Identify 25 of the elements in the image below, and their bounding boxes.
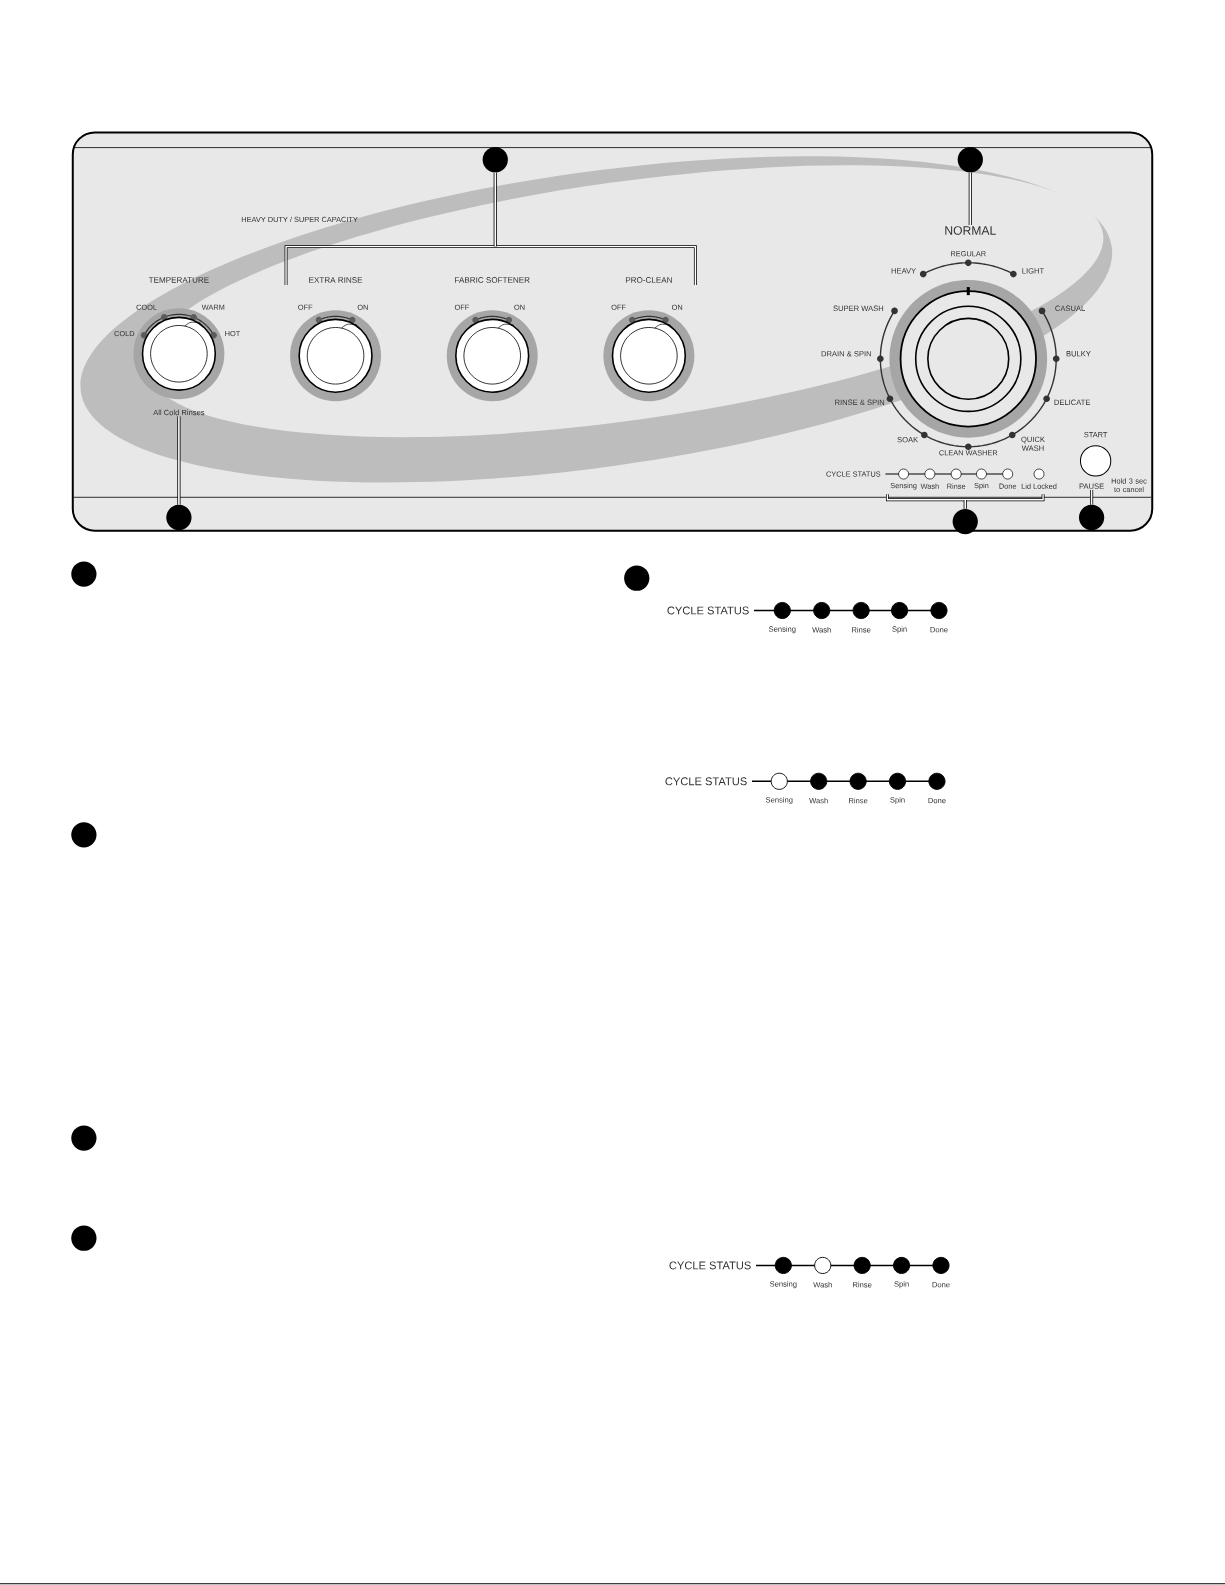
control-label: FABRIC SOFTENER xyxy=(455,277,530,283)
callout-dot xyxy=(482,147,508,173)
status-label: CYCLE STATUS xyxy=(667,606,749,615)
callout-dot xyxy=(71,1225,97,1251)
callout-dot xyxy=(71,822,97,848)
callout-dot xyxy=(166,504,192,531)
bracket xyxy=(284,245,697,286)
leader-line xyxy=(177,415,181,506)
callout-dot xyxy=(624,565,650,591)
callout-dot xyxy=(952,508,978,535)
callout-dot xyxy=(1078,504,1105,531)
leader-line xyxy=(1090,489,1094,506)
control-label: TEMPERATURE xyxy=(148,277,209,283)
control-label: PRO-CLEAN xyxy=(625,277,672,283)
callout-dot xyxy=(71,561,97,587)
status-label: CYCLE STATUS xyxy=(669,1261,751,1270)
leader-line xyxy=(493,171,497,248)
callout-dot xyxy=(71,1125,97,1151)
bracket xyxy=(885,493,1045,502)
panel-label: NORMAL xyxy=(945,226,996,235)
leader-line xyxy=(968,171,972,226)
callout-dot xyxy=(957,147,983,173)
control-label: EXTRA RINSE xyxy=(309,277,363,283)
leader-line xyxy=(963,499,967,510)
status-label: CYCLE STATUS xyxy=(665,777,747,786)
